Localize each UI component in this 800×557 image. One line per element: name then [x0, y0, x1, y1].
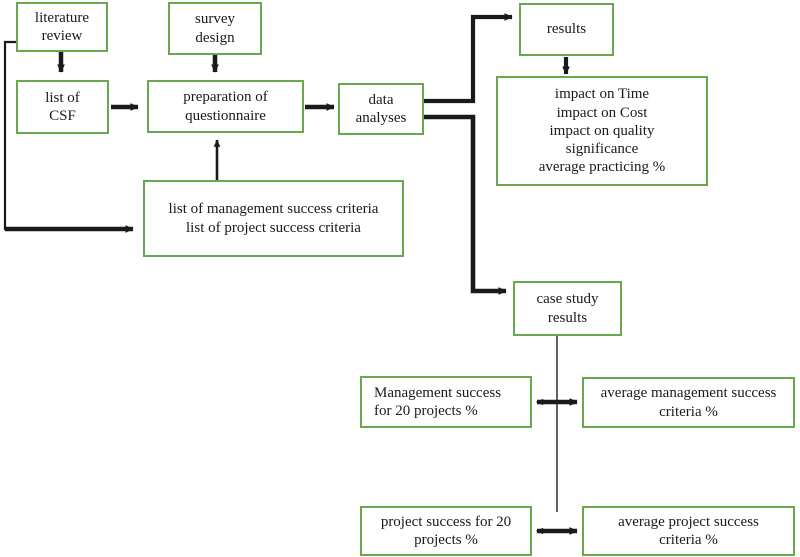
node-literature-review-label: literature review: [34, 9, 90, 44]
node-impacts[interactable]: impact on Time impact on Cost impact on …: [496, 76, 708, 186]
node-list-of-csf[interactable]: list of CSF: [16, 80, 109, 134]
node-avg-project-criteria[interactable]: average project success criteria %: [582, 506, 795, 556]
node-management-success-20-label: Management success for 20 projects %: [374, 384, 502, 419]
node-project-success-20-label: project success for 20 projects %: [380, 513, 512, 548]
edge-data-to-case-study: [423, 114, 507, 295]
node-results[interactable]: results: [519, 3, 614, 56]
node-case-study-results[interactable]: case study results: [513, 281, 622, 336]
node-avg-project-criteria-label: average project success criteria %: [618, 513, 759, 548]
node-case-study-results-label: case study results: [536, 291, 599, 326]
node-literature-review[interactable]: literature review: [16, 2, 108, 52]
node-impacts-label: impact on Time impact on Cost impact on …: [538, 86, 666, 176]
node-avg-management-criteria[interactable]: average management success criteria %: [582, 377, 795, 428]
node-survey-design-label: survey design: [195, 11, 235, 46]
node-list-of-csf-label: list of CSF: [45, 89, 80, 124]
node-data-analyses-label: data analyses: [355, 91, 407, 126]
node-survey-design[interactable]: survey design: [168, 2, 262, 55]
node-success-criteria-lists-label: list of management success criteria list…: [168, 201, 379, 236]
node-project-success-20[interactable]: project success for 20 projects %: [360, 506, 532, 556]
node-data-analyses[interactable]: data analyses: [338, 83, 424, 135]
node-management-success-20[interactable]: Management success for 20 projects %: [360, 376, 532, 428]
node-success-criteria-lists[interactable]: list of management success criteria list…: [143, 180, 404, 257]
node-results-label: results: [546, 21, 587, 38]
node-avg-management-criteria-label: average management success criteria %: [600, 385, 777, 420]
node-preparation-questionnaire-label: preparation of questionnaire: [183, 89, 268, 124]
node-preparation-questionnaire[interactable]: preparation of questionnaire: [147, 80, 304, 133]
edge-lit-loop-to-criteria: [3, 40, 134, 233]
